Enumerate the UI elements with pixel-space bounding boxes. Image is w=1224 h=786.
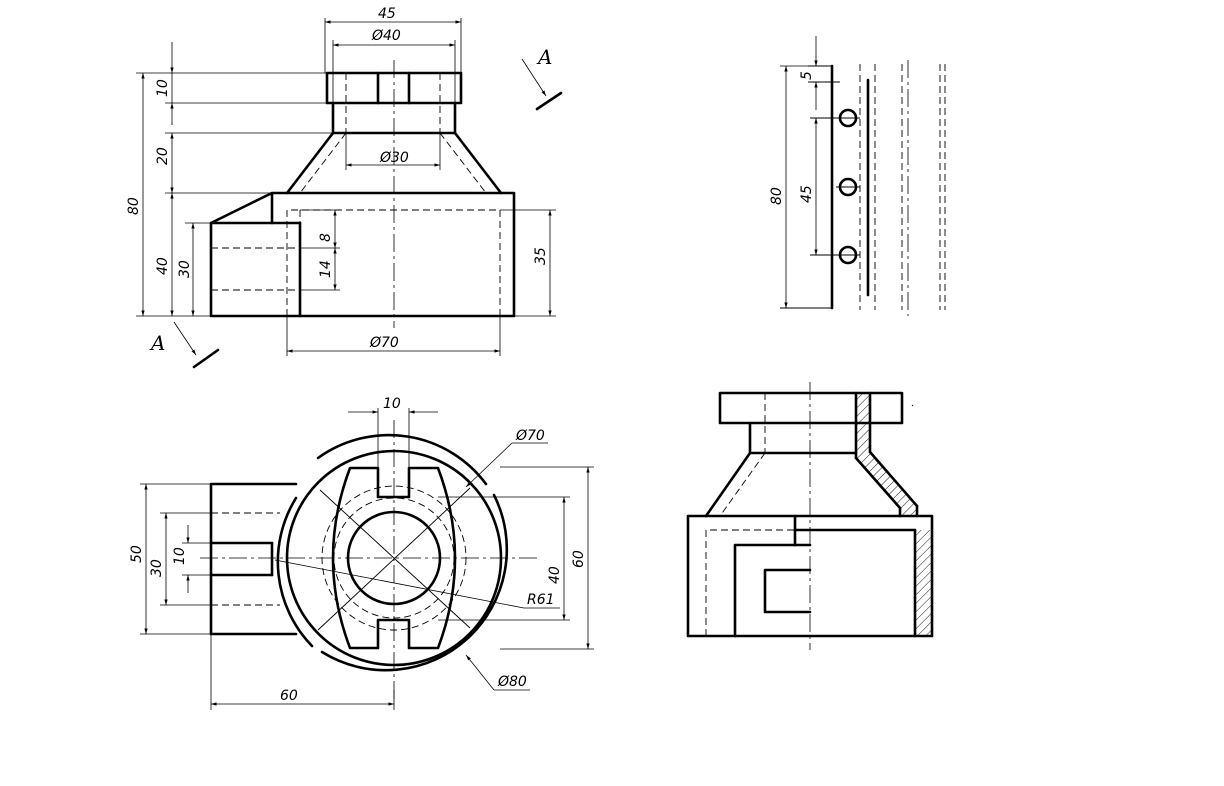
side-dim-5: 5 — [799, 71, 815, 80]
dim-phi70: Ø70 — [369, 335, 399, 351]
dim-10: 10 — [155, 79, 171, 97]
top-dim-50: 50 — [129, 545, 145, 563]
top-dim-10-left: 10 — [172, 547, 188, 565]
top-dim-60-horizontal: 60 — [280, 688, 298, 704]
top-view: 10 Ø70 Ø80 R61 50 30 10 40 — [129, 396, 594, 710]
dim-20: 20 — [155, 147, 171, 165]
top-dim-60-vertical: 60 — [571, 550, 587, 568]
top-dim-phi80: Ø80 — [497, 674, 527, 690]
dim-8: 8 — [318, 233, 334, 242]
dim-35: 35 — [533, 247, 549, 265]
dim-14: 14 — [318, 260, 334, 278]
top-dim-R61: R61 — [527, 592, 555, 608]
dim-30: 30 — [177, 260, 193, 278]
top-dim-30: 30 — [149, 559, 165, 577]
dim-phi30: Ø30 — [379, 150, 409, 166]
hole-circle — [838, 108, 858, 128]
front-view: 45 Ø40 Ø30 10 20 80 40 30 — [126, 6, 563, 369]
side-dim-80: 80 — [769, 187, 785, 205]
section-view — [686, 382, 934, 650]
dim-phi40: Ø40 — [371, 28, 401, 44]
section-label-bottom: A — [149, 331, 165, 355]
hole-circle — [838, 177, 858, 197]
section-label-top: A — [536, 45, 552, 69]
hole-circle — [838, 245, 858, 265]
side-view: 5 80 45 — [769, 36, 946, 316]
top-dim-phi70: Ø70 — [515, 428, 545, 444]
side-dim-45: 45 — [799, 185, 815, 203]
dim-80: 80 — [126, 197, 142, 215]
dim-45: 45 — [378, 6, 396, 22]
top-dim-40: 40 — [547, 566, 563, 584]
dim-40: 40 — [155, 257, 171, 275]
top-dim-10: 10 — [383, 396, 401, 412]
